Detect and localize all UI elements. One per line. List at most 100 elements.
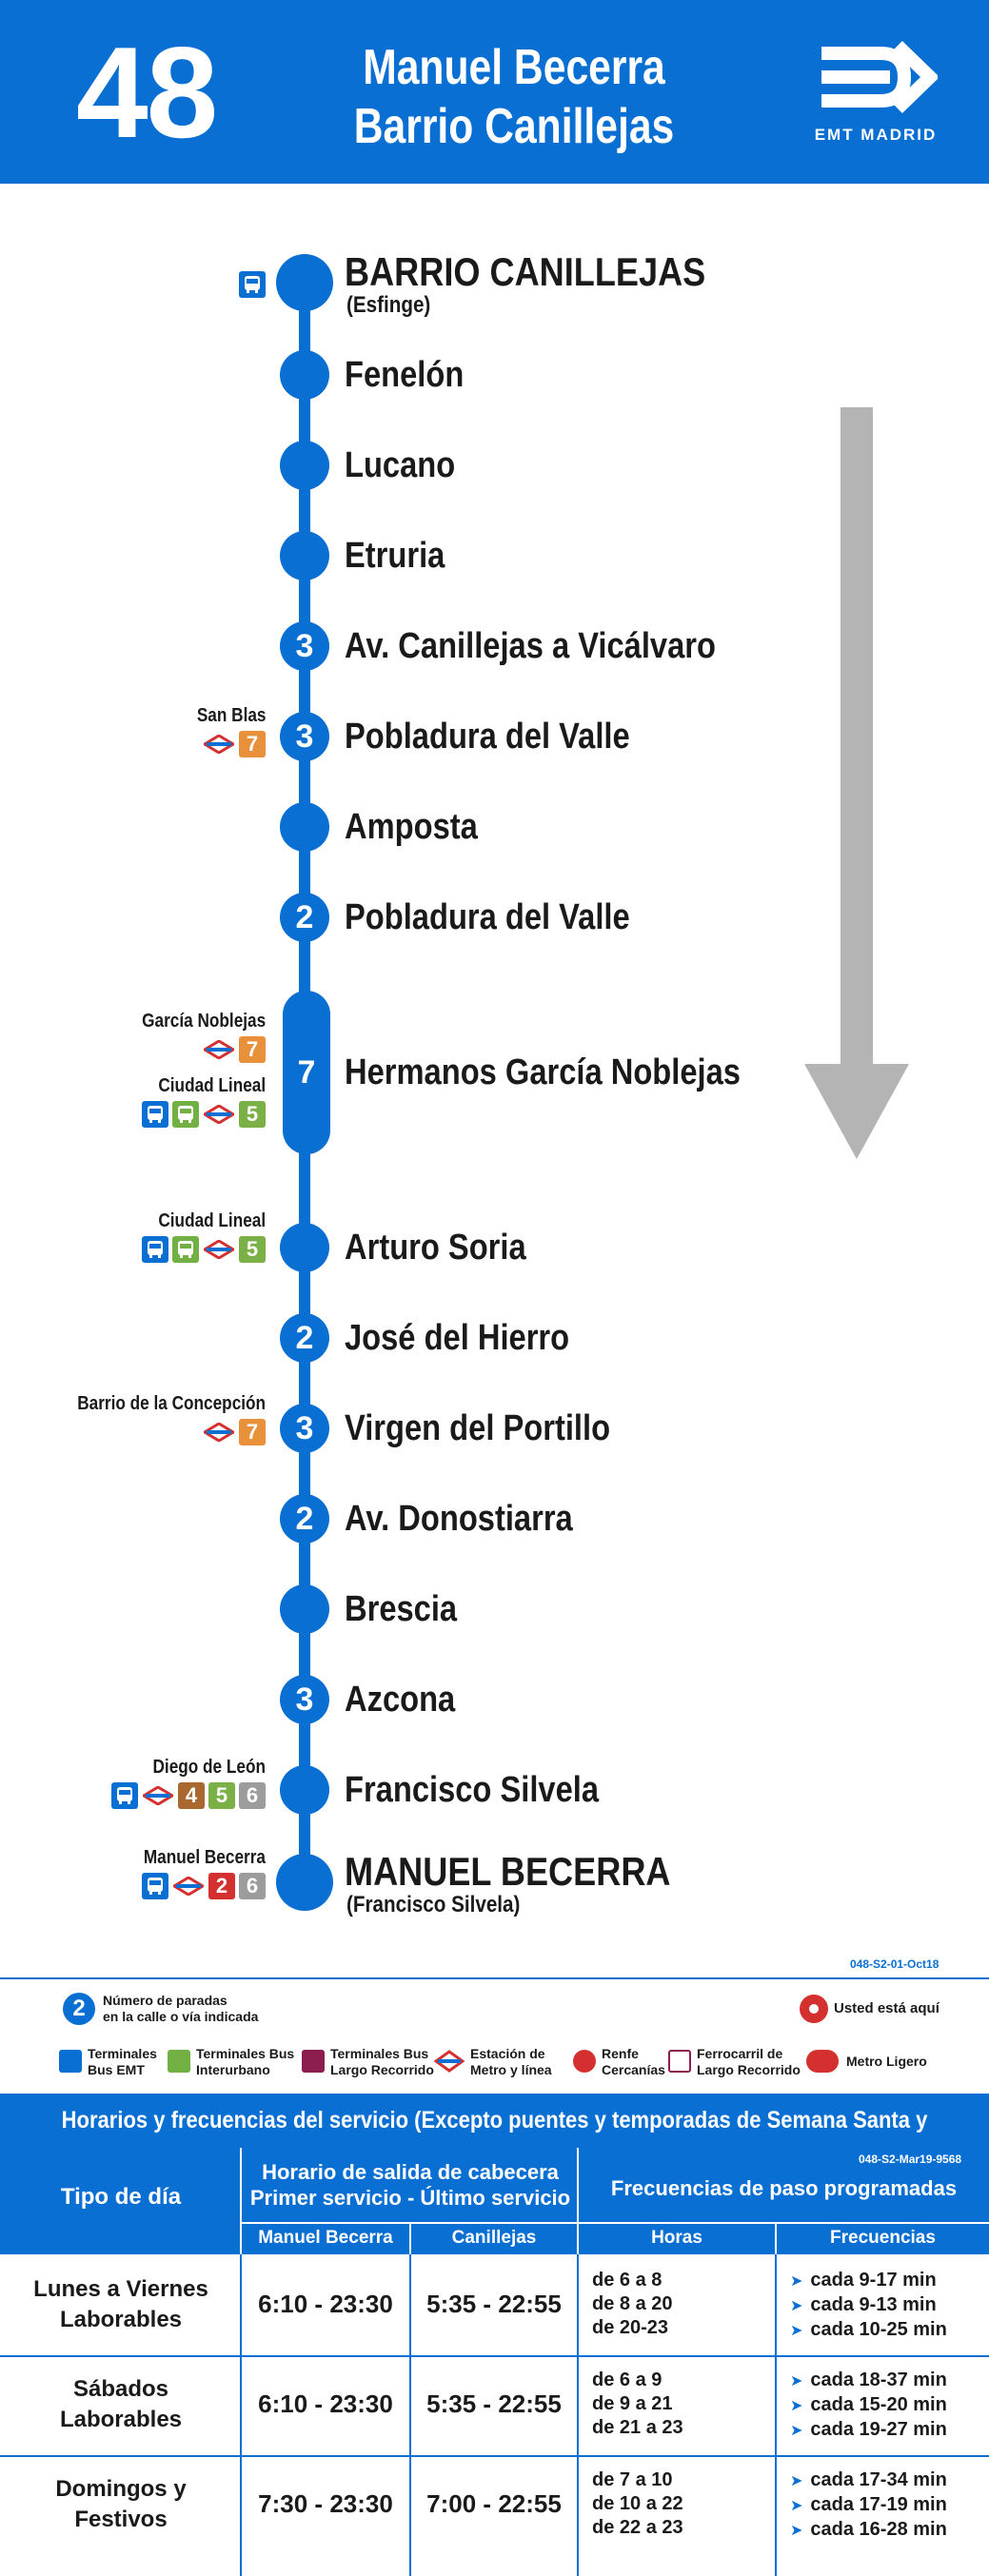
stop-dot: 7 xyxy=(283,991,330,1154)
legend: 2 Número de paradas en la calle o vía in… xyxy=(0,1979,989,2094)
destination-2: Barrio Canillejas xyxy=(353,99,675,154)
metro-line-5-icon: 5 xyxy=(239,1101,266,1128)
metro-icon xyxy=(203,1236,235,1263)
emt-logo: EMT MADRID xyxy=(804,34,947,167)
stop-name: Amposta xyxy=(345,807,478,847)
stop-dot xyxy=(280,1765,329,1815)
stop-name: Fenelón xyxy=(345,355,465,395)
stop-dot xyxy=(276,254,333,311)
stop-connections: Diego de León 4 5 6 xyxy=(111,1756,266,1809)
metro-line-7-icon: 7 xyxy=(239,731,266,757)
stop-name: José del Hierro xyxy=(345,1318,570,1358)
interurban-bus-icon xyxy=(168,2050,190,2073)
subheader-hours: Horas xyxy=(579,2224,775,2254)
bus-terminal-icon xyxy=(142,1236,168,1263)
metro-icon xyxy=(172,1873,205,1899)
stop-name: BARRIO CANILLEJAS xyxy=(345,249,706,294)
bus-terminal-icon xyxy=(59,2050,82,2073)
first-last-canillejas: 7:00 - 22:55 xyxy=(426,2489,562,2518)
timetable-code: 048-S2-Mar19-9568 xyxy=(859,2153,962,2166)
metro-line-7-icon: 7 xyxy=(239,1036,266,1063)
stop-dot: 2 xyxy=(280,1494,329,1544)
interurban-bus-icon xyxy=(172,1101,199,1128)
route-destinations: Manuel Becerra Barrio Canillejas xyxy=(350,38,678,156)
subheader-manuel-becerra: Manuel Becerra xyxy=(242,2224,409,2254)
metro-icon xyxy=(203,1419,235,1445)
stop-name: Pobladura del Valle xyxy=(345,717,630,757)
you-are-here-text: Usted está aquí xyxy=(834,2000,940,2016)
stop-name: Francisco Silvela xyxy=(345,1770,600,1810)
first-last-manuel-becerra: 6:10 - 23:30 xyxy=(258,2389,393,2418)
stop-dot: 3 xyxy=(280,621,329,671)
renfe-icon xyxy=(573,2050,596,2073)
stop-count-icon: 2 xyxy=(63,1993,95,2025)
stop-dot xyxy=(280,1223,329,1272)
stop-subname: (Francisco Silvela) xyxy=(346,1892,521,1917)
stop-dot: 2 xyxy=(280,1313,329,1363)
emt-logo-icon xyxy=(821,40,938,114)
metro-icon xyxy=(203,1101,235,1128)
bus-terminal-icon xyxy=(111,1782,138,1809)
metro-line-7-icon: 7 xyxy=(239,1419,266,1445)
stop-dot: 3 xyxy=(280,712,329,761)
you-are-here-icon xyxy=(800,1995,828,2023)
metro-line-5-icon: 5 xyxy=(239,1236,266,1263)
stop-name: Hermanos García Noblejas xyxy=(345,1052,741,1092)
legend-code: 048-S2-01-Oct18 xyxy=(850,1957,940,1971)
interurban-bus-icon xyxy=(172,1236,199,1263)
subheader-frequencies: Frecuencias xyxy=(777,2224,989,2254)
route-header: 48 Manuel Becerra Barrio Canillejas EMT … xyxy=(0,0,989,184)
subheader-canillejas: Canillejas xyxy=(411,2224,577,2254)
frequencies: cada 18-37 mincada 15-20 mincada 19-27 m… xyxy=(790,2369,946,2443)
stop-connections: San Blas 7 xyxy=(186,704,266,757)
metro-line-4-icon: 4 xyxy=(178,1782,205,1809)
stop-connections: Manuel Becerra 2 6 xyxy=(124,1846,266,1899)
route-diagram: BARRIO CANILLEJAS (Esfinge) Fenelón Luca… xyxy=(0,184,989,1973)
stop-dot xyxy=(276,1854,333,1911)
frequencies: cada 17-34 mincada 17-19 mincada 16-28 m… xyxy=(790,2468,946,2543)
stop-dot xyxy=(280,802,329,852)
metro-line-6-icon: 6 xyxy=(239,1873,266,1899)
frequencies: cada 9-17 mincada 9-13 mincada 10-25 min xyxy=(790,2269,946,2343)
metro-icon xyxy=(203,731,235,757)
stop-name: Pobladura del Valle xyxy=(345,897,630,937)
metro-icon xyxy=(203,1036,235,1063)
stop-connections: Barrio de la Concepción 7 xyxy=(47,1392,266,1445)
stop-dot: 2 xyxy=(280,893,329,942)
stop-dot xyxy=(280,350,329,400)
stop-connections: García Noblejas 7 xyxy=(122,1010,266,1063)
metro-line-5-icon: 5 xyxy=(208,1782,235,1809)
stop-subname: (Esfinge) xyxy=(346,292,431,318)
first-last-canillejas: 5:35 - 22:55 xyxy=(426,2290,562,2318)
connection-label: San Blas xyxy=(196,705,266,726)
connection-label: Barrio de la Concepción xyxy=(77,1393,266,1414)
connection-label: García Noblejas xyxy=(141,1011,266,1032)
first-last-manuel-becerra: 7:30 - 23:30 xyxy=(258,2489,393,2518)
connection-label: Manuel Becerra xyxy=(143,1847,266,1868)
stop-name: Av. Donostiarra xyxy=(345,1499,573,1539)
stop-name: Arturo Soria xyxy=(345,1228,526,1268)
bus-terminal-icon xyxy=(142,1873,168,1899)
stop-name: Brescia xyxy=(345,1589,458,1629)
stop-name: Av. Canillejas a Vicálvaro xyxy=(345,626,716,666)
stop-dot: 3 xyxy=(280,1675,329,1724)
connection-label: Ciudad Lineal xyxy=(158,1210,266,1231)
train-icon xyxy=(668,2050,691,2073)
stop-dot xyxy=(280,531,329,580)
stop-name: Lucano xyxy=(345,445,456,485)
stop-connections: Ciudad Lineal 5 xyxy=(141,1209,266,1263)
metro-icon xyxy=(142,1782,174,1809)
metro-line-2-icon: 2 xyxy=(208,1873,235,1899)
first-last-manuel-becerra: 6:10 - 23:30 xyxy=(258,2290,393,2318)
stop-name: MANUEL BECERRA xyxy=(345,1849,671,1894)
direction-arrow-icon xyxy=(804,407,909,1159)
bus-terminal-icon xyxy=(239,271,266,298)
stop-dot xyxy=(280,1584,329,1634)
